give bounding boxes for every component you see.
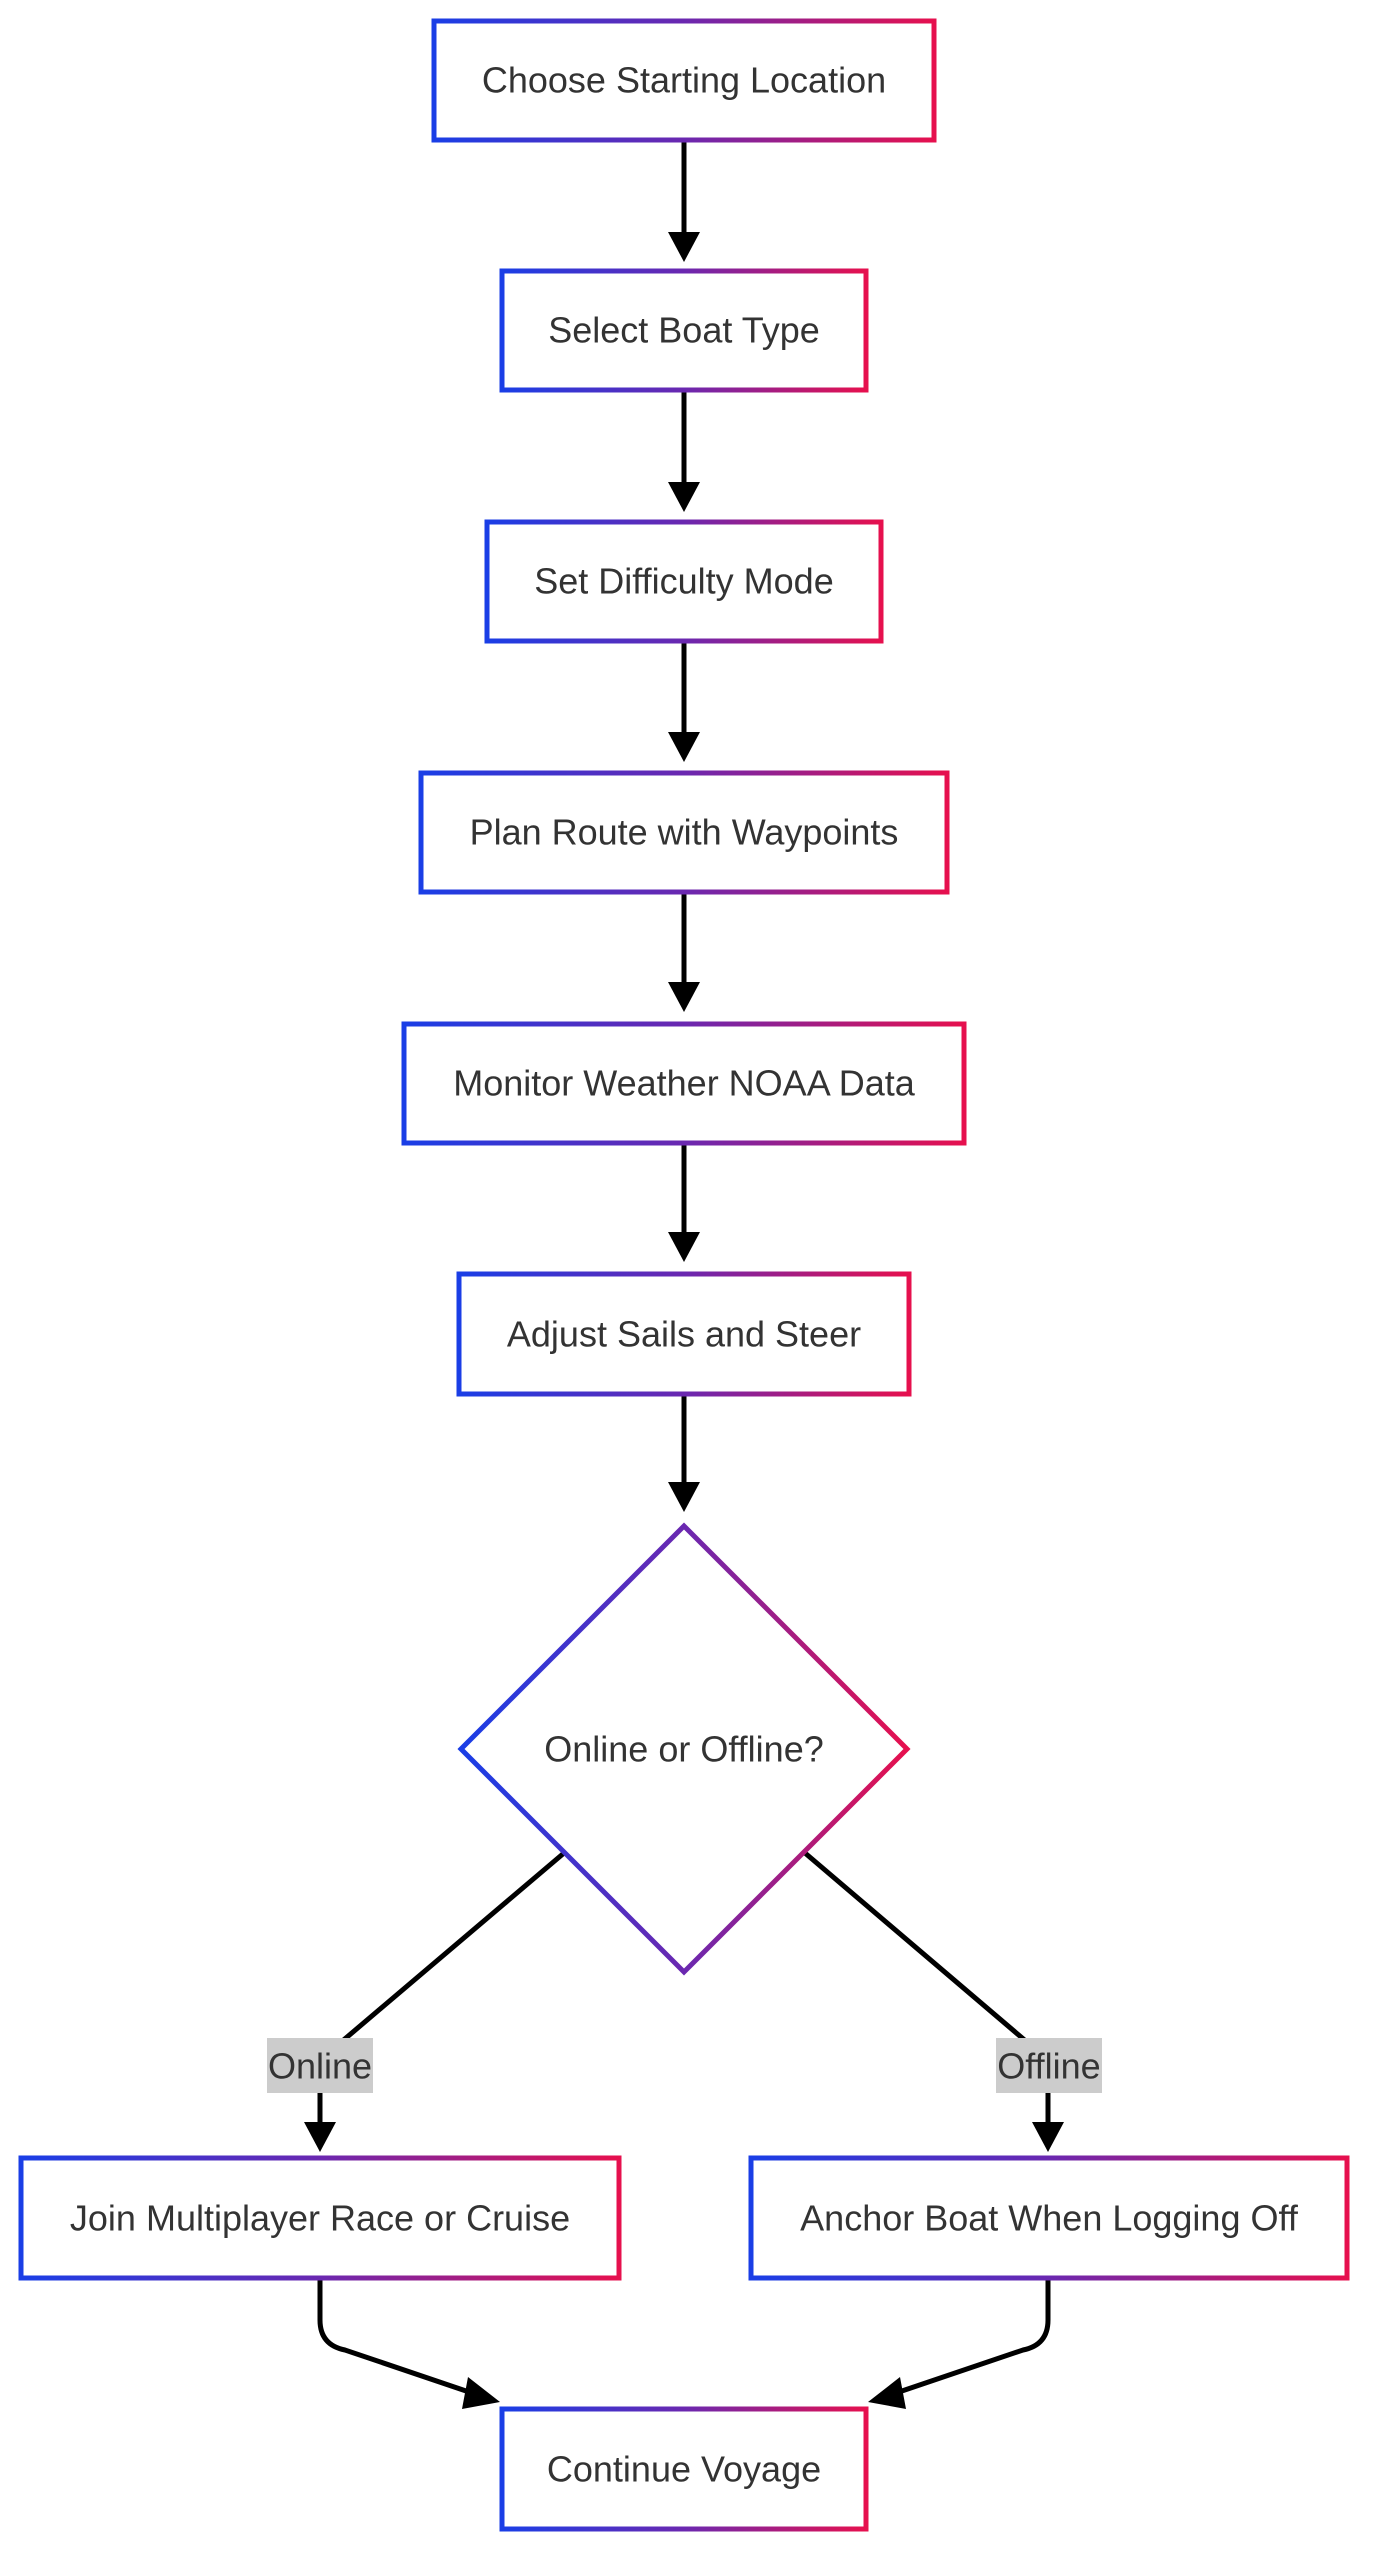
edge-label-offline-text: Offline bbox=[997, 2046, 1100, 2087]
node-continue-voyage: Continue Voyage bbox=[499, 2406, 869, 2532]
arrow-head bbox=[668, 982, 700, 1012]
arrow-head bbox=[668, 732, 700, 762]
edge-label-offline: Offline bbox=[996, 2038, 1102, 2093]
arrow-head bbox=[668, 1232, 700, 1262]
edge-label-background bbox=[996, 2038, 1102, 2093]
node-label: Adjust Sails and Steer bbox=[507, 1314, 861, 1355]
edge-online-to-continue bbox=[317, 2278, 473, 2396]
arrow-head bbox=[868, 2377, 906, 2409]
node-anchor-boat: Anchor Boat When Logging Off bbox=[748, 2155, 1350, 2281]
node-label: Join Multiplayer Race or Cruise bbox=[70, 2198, 570, 2239]
node-label: Choose Starting Location bbox=[482, 60, 886, 101]
node-join-multiplayer: Join Multiplayer Race or Cruise bbox=[18, 2155, 622, 2281]
node-label: Plan Route with Waypoints bbox=[470, 812, 899, 853]
node-label: Continue Voyage bbox=[547, 2449, 821, 2490]
arrow-head bbox=[462, 2377, 500, 2409]
node-plan-route: Plan Route with Waypoints bbox=[418, 770, 950, 895]
arrow-head bbox=[304, 2122, 336, 2152]
decision-label: Online or Offline? bbox=[544, 1729, 824, 1770]
node-label: Select Boat Type bbox=[548, 310, 820, 351]
node-choose-starting-location: Choose Starting Location bbox=[431, 18, 937, 143]
edge-label-background bbox=[267, 2038, 373, 2093]
node-select-boat-type: Select Boat Type bbox=[499, 268, 869, 393]
arrow-head bbox=[1032, 2122, 1064, 2152]
edge-label-online: Online bbox=[267, 2038, 373, 2093]
decision-online-or-offline: Online or Offline? bbox=[457, 1522, 911, 1976]
arrow-head bbox=[668, 1482, 700, 1512]
node-set-difficulty-mode: Set Difficulty Mode bbox=[484, 519, 884, 644]
arrow-head bbox=[668, 482, 700, 512]
node-adjust-sails: Adjust Sails and Steer bbox=[456, 1271, 912, 1397]
edge-label-online-text: Online bbox=[268, 2046, 372, 2087]
arrow-head bbox=[668, 232, 700, 262]
edge-offline-to-continue bbox=[895, 2278, 1051, 2396]
node-label: Monitor Weather NOAA Data bbox=[453, 1063, 916, 1104]
node-label: Anchor Boat When Logging Off bbox=[800, 2198, 1299, 2239]
node-label: Set Difficulty Mode bbox=[534, 561, 833, 602]
node-monitor-weather: Monitor Weather NOAA Data bbox=[401, 1021, 967, 1146]
